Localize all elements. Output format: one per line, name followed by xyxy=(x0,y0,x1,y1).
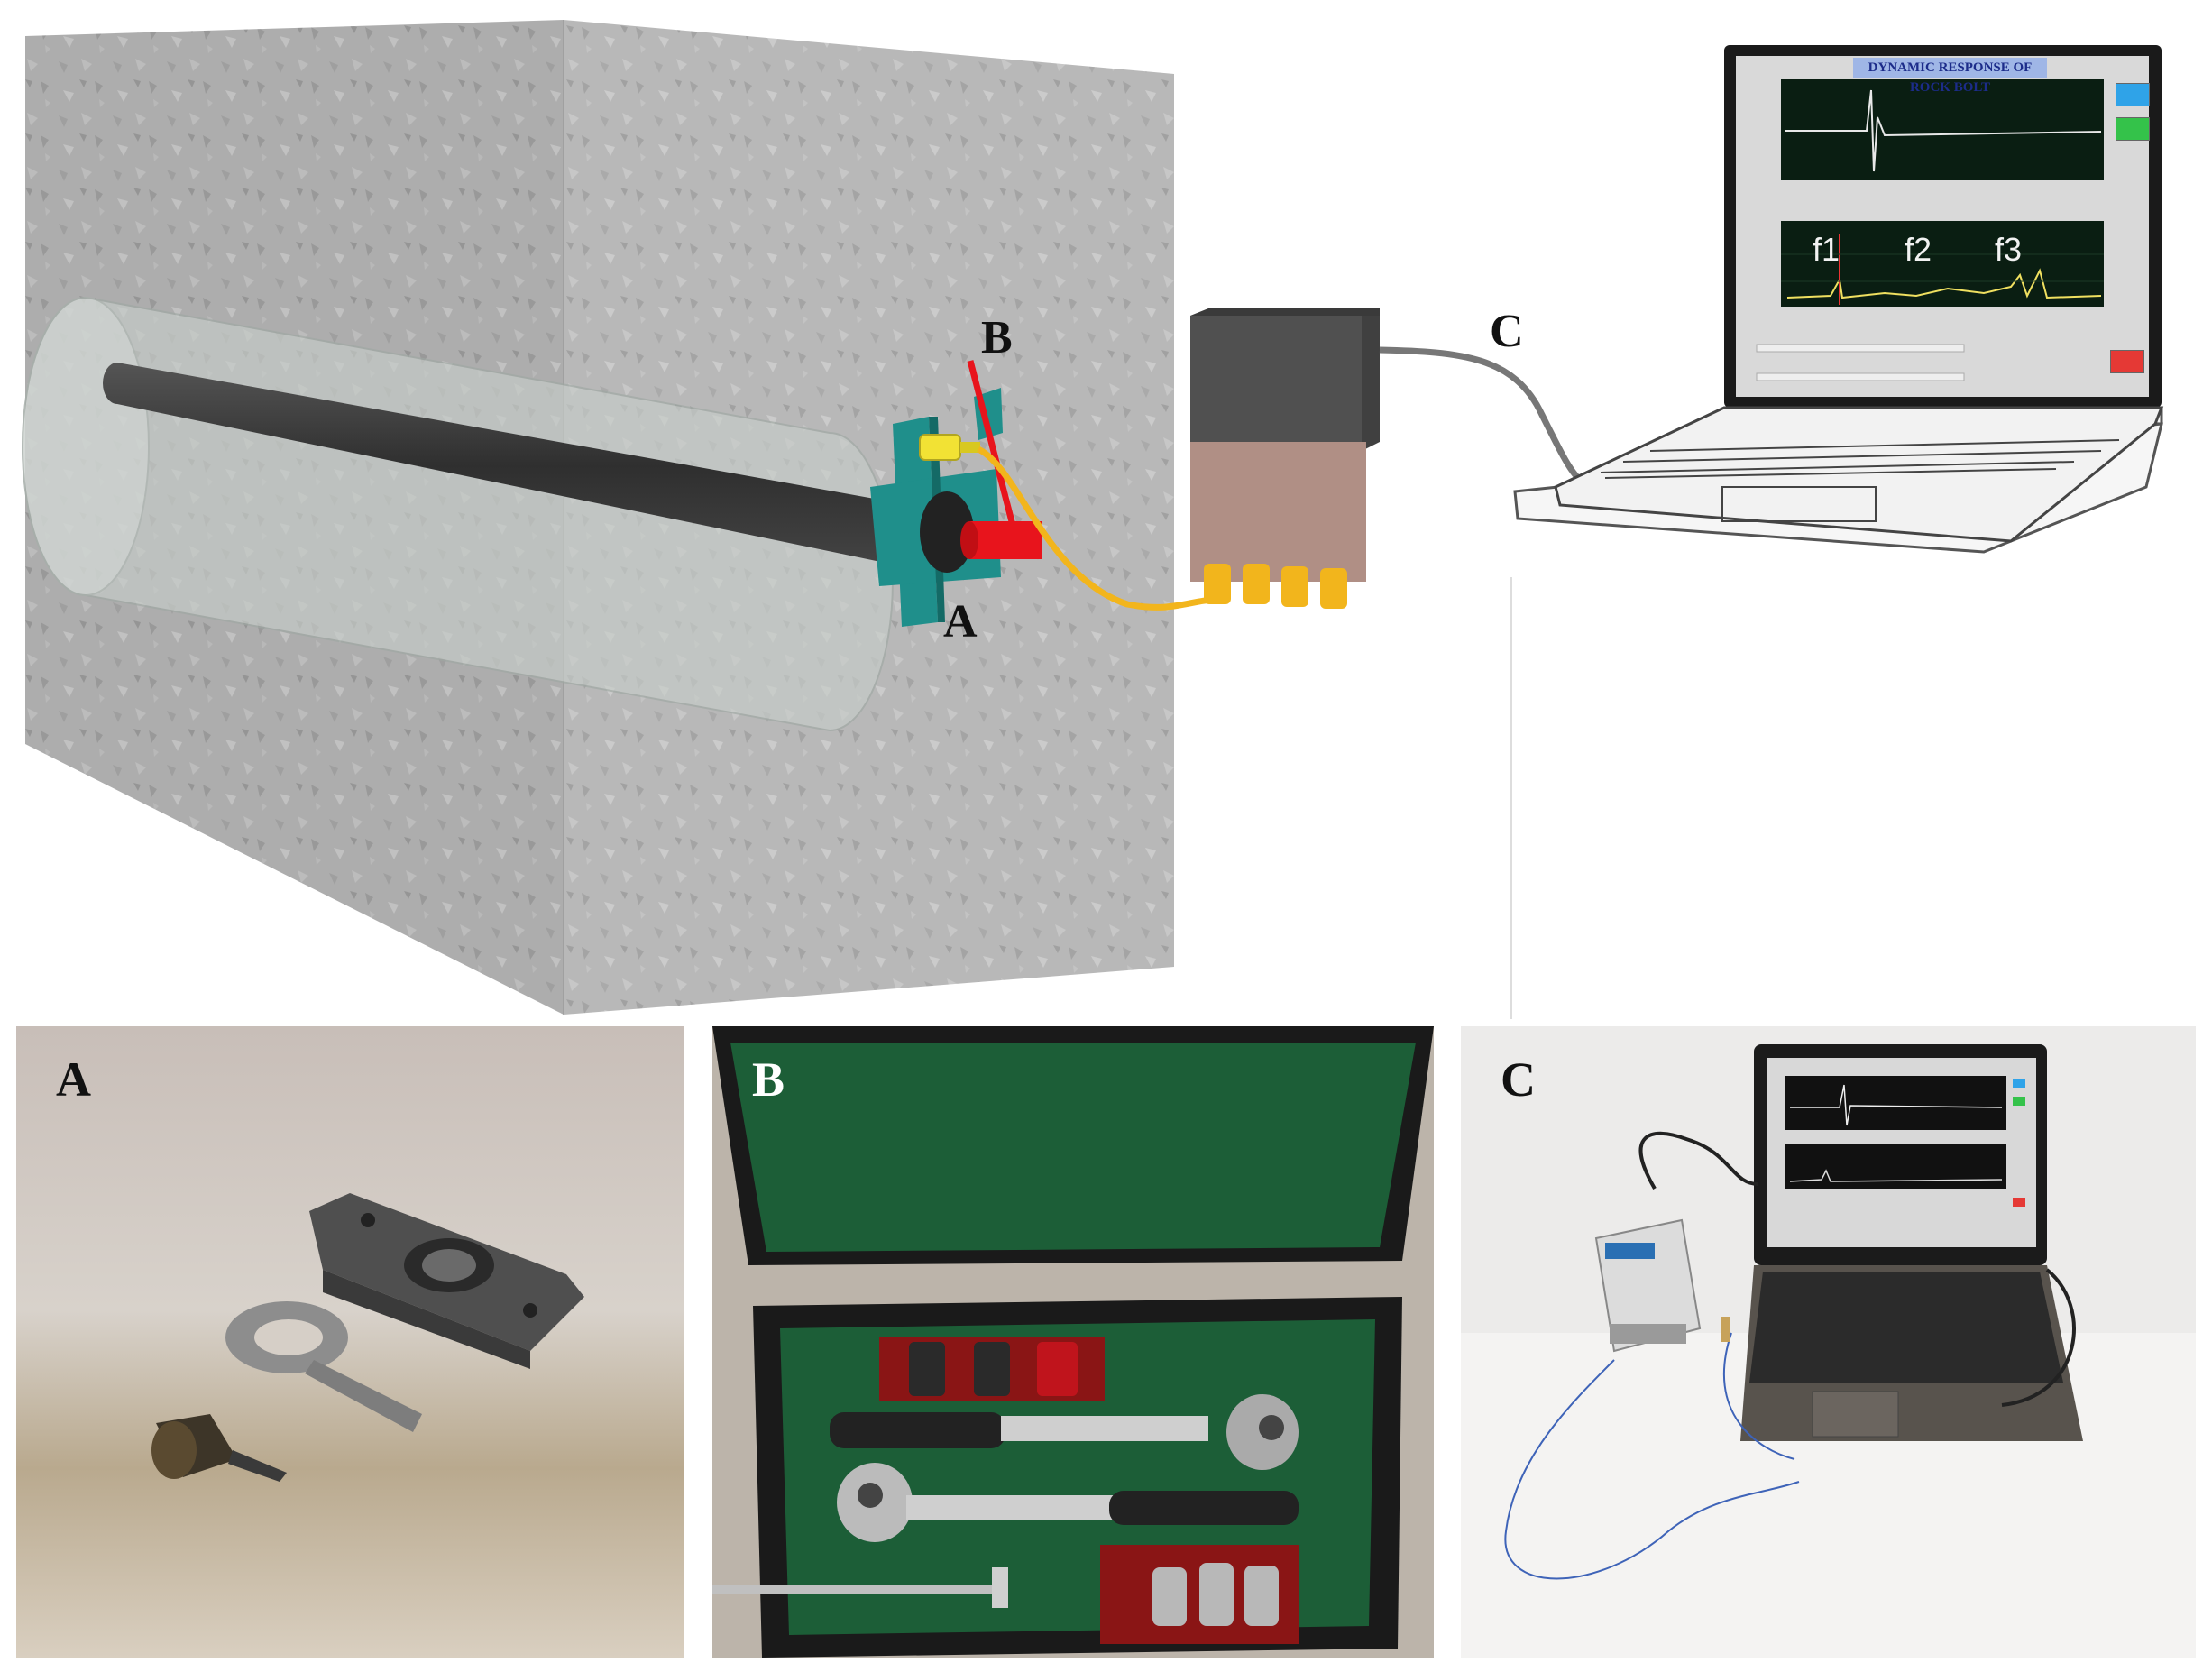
daq-device xyxy=(1190,308,1380,609)
steel-block xyxy=(309,1193,584,1369)
photo-a-components: A xyxy=(16,1026,684,1658)
peak-label-f3: f3 xyxy=(1995,231,2023,268)
sensor-part xyxy=(151,1414,287,1482)
sensor-cable-photo xyxy=(1504,1359,1800,1580)
rock-bolt xyxy=(103,363,920,570)
photo-c-setup: C xyxy=(1461,1026,2196,1658)
daq-photo xyxy=(1594,1218,1702,1353)
schematic-diagram xyxy=(22,20,2164,1019)
lock-nut xyxy=(225,1301,422,1432)
nut xyxy=(920,491,974,573)
laptop-illustration xyxy=(1513,45,2164,554)
screen-green-button xyxy=(2116,117,2150,141)
impact-hammer xyxy=(960,360,1042,559)
photo-a-label: A xyxy=(56,1052,91,1107)
usb-cable-photo xyxy=(1638,1131,1759,1190)
sensor-cable xyxy=(977,446,1218,611)
photo-b-hammer-kit: B xyxy=(712,1026,1434,1658)
screen-title: DYNAMIC RESPONSE OF ROCK BOLT xyxy=(1853,58,2047,95)
screen-red-button xyxy=(2110,350,2144,373)
hammer-2 xyxy=(837,1463,1299,1542)
usb-cable xyxy=(1379,346,1581,481)
peak-label-f2: f2 xyxy=(1905,231,1932,268)
laptop-photo xyxy=(1740,1044,2083,1441)
label-a: A xyxy=(943,596,978,648)
screen-blue-button xyxy=(2116,83,2150,106)
photo-c-label: C xyxy=(1501,1052,1536,1107)
hammer-1 xyxy=(830,1394,1299,1470)
label-b: B xyxy=(981,312,1013,363)
accelerometer xyxy=(919,434,980,461)
photo-b-label: B xyxy=(752,1052,785,1107)
label-c: C xyxy=(1490,306,1524,357)
peak-label-f1: f1 xyxy=(1813,231,1840,268)
